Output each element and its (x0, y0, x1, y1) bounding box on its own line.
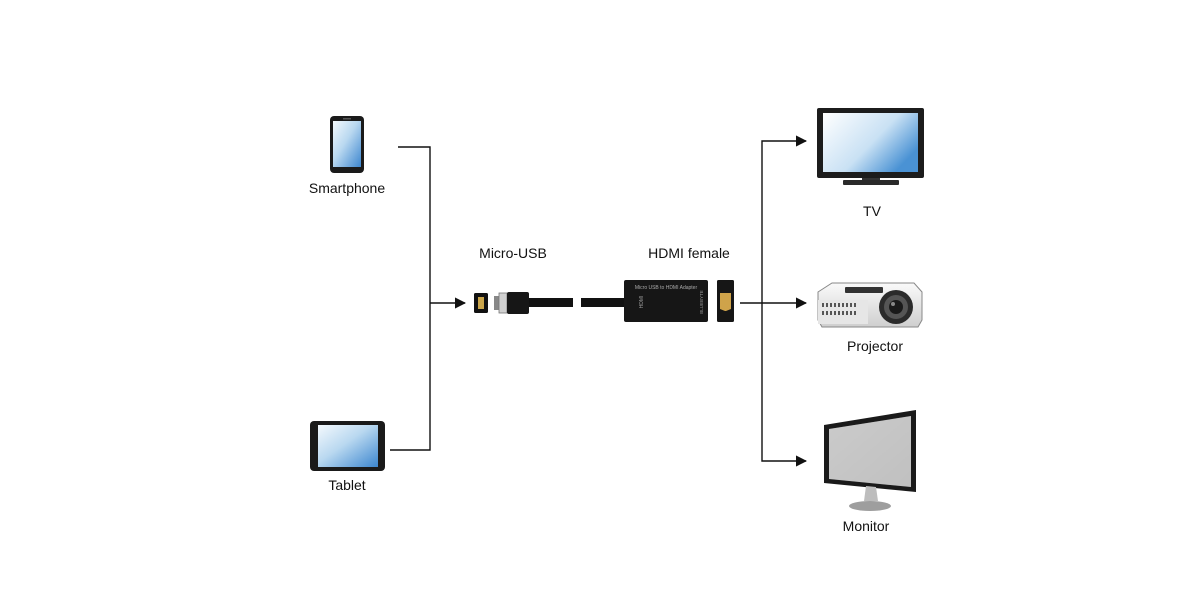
tablet-line (390, 303, 431, 451)
monitor-icon (824, 410, 916, 511)
adapter-side-text: HDMI (639, 296, 645, 309)
hdmi-adapter-icon: Micro USB to HDMI Adapter HDMI BLUEBYTE (624, 280, 708, 322)
tablet-icon (310, 421, 385, 471)
output-connector-lines (740, 135, 808, 467)
source-connector-lines (390, 146, 467, 451)
projector-icon (817, 282, 923, 328)
hdmi-female-port-icon (717, 280, 734, 322)
smartphone-line (398, 146, 431, 303)
micro-usb-cable-icon (494, 292, 625, 314)
adapter-printed-text: Micro USB to HDMI Adapter (635, 285, 698, 291)
projector-label: Projector (846, 338, 904, 354)
smartphone-label: Smartphone (308, 180, 386, 196)
micro-usb-label: Micro-USB (479, 245, 547, 261)
tv-arrow (761, 135, 808, 303)
monitor-arrow (761, 303, 808, 467)
tv-label: TV (863, 203, 881, 219)
micro-usb-port-icon (474, 293, 488, 313)
adapter-brand-text: BLUEBYTE (699, 290, 704, 314)
hdmi-female-label: HDMI female (648, 245, 730, 261)
monitor-label: Monitor (842, 518, 890, 534)
smartphone-icon (330, 116, 364, 173)
tablet-label: Tablet (328, 477, 366, 493)
tv-icon (817, 108, 924, 185)
